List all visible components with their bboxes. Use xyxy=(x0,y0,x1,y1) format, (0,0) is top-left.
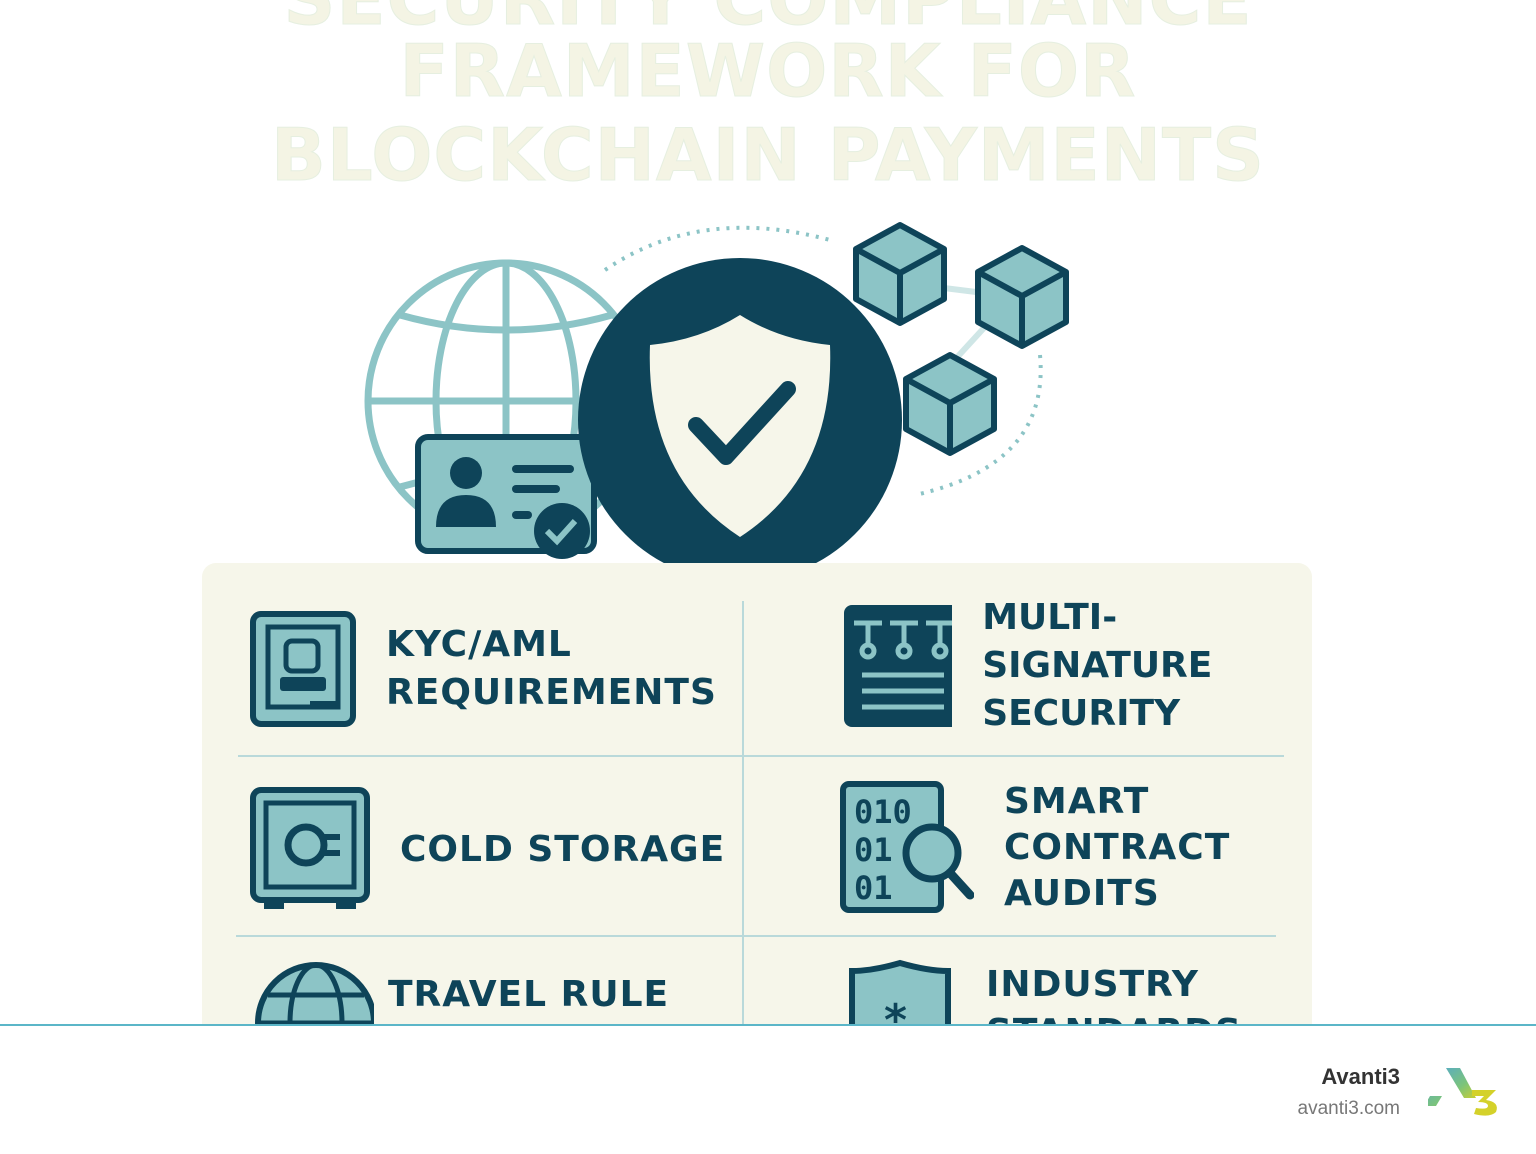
item-label-line: REQUIREMENTS xyxy=(386,672,717,713)
item-industry-standards: * INDUSTRY STANDARDS xyxy=(848,959,1242,1024)
divider xyxy=(238,755,1284,757)
shield-asterisk-icon: * xyxy=(849,959,951,1024)
infographic: SECURITY COMPLIANCE FRAMEWORK FOR BLOCKC… xyxy=(0,0,1536,1024)
divider xyxy=(742,601,744,1024)
svg-text:010: 010 xyxy=(854,793,912,831)
dotted-arc xyxy=(603,225,831,272)
divider xyxy=(236,935,1276,937)
multi-key-icon xyxy=(844,605,953,727)
item-travel-rule: TRAVEL RULE xyxy=(248,959,669,1024)
item-label-line: AUDITS xyxy=(1004,873,1160,914)
id-card-icon xyxy=(415,434,597,559)
item-label-line: MULTI-SIGNATURE xyxy=(982,597,1213,686)
item-cold-storage: COLD STORAGE xyxy=(250,787,725,913)
title-line-3: BLOCKCHAIN PAYMENTS xyxy=(271,113,1265,198)
item-multi-signature: MULTI-SIGNATURE SECURITY xyxy=(842,597,1312,734)
shield-check-icon xyxy=(578,258,902,582)
hero-illustration xyxy=(364,222,1069,582)
brand-url[interactable]: avanti3.com xyxy=(1297,1098,1400,1119)
blockchain-icon xyxy=(853,222,1069,456)
footer-divider xyxy=(0,1024,1536,1026)
item-kyc-aml: KYC/AML REQUIREMENTS xyxy=(250,611,717,727)
svg-text:01: 01 xyxy=(854,869,893,907)
title-line-2: FRAMEWORK FOR xyxy=(399,29,1137,114)
compliance-grid: KYC/AML REQUIREMENTS MULTI-SIGNATURE SECUR… xyxy=(202,563,1312,1024)
item-label-line: KYC/AML xyxy=(386,624,572,665)
item-label-line: CONTRACT xyxy=(1004,827,1231,868)
item-label-line: SECURITY xyxy=(982,693,1181,734)
svg-text:*: * xyxy=(884,995,907,1024)
avanti3-logo xyxy=(1428,1068,1497,1116)
svg-text:01: 01 xyxy=(854,831,893,869)
item-label-line: INDUSTRY xyxy=(986,964,1199,1005)
item-label-line: TRAVEL RULE xyxy=(388,974,670,1015)
globe-icon xyxy=(255,962,374,1024)
item-label-line: STANDARDS xyxy=(986,1009,1242,1024)
safe-icon xyxy=(250,787,370,909)
title-line-1: SECURITY COMPLIANCE xyxy=(0,0,1536,42)
brand-name: Avanti3 xyxy=(1321,1064,1400,1089)
item-label-line: SMART xyxy=(1004,781,1150,822)
item-label-line: COLD STORAGE xyxy=(400,829,726,870)
id-card-icon xyxy=(250,611,356,727)
